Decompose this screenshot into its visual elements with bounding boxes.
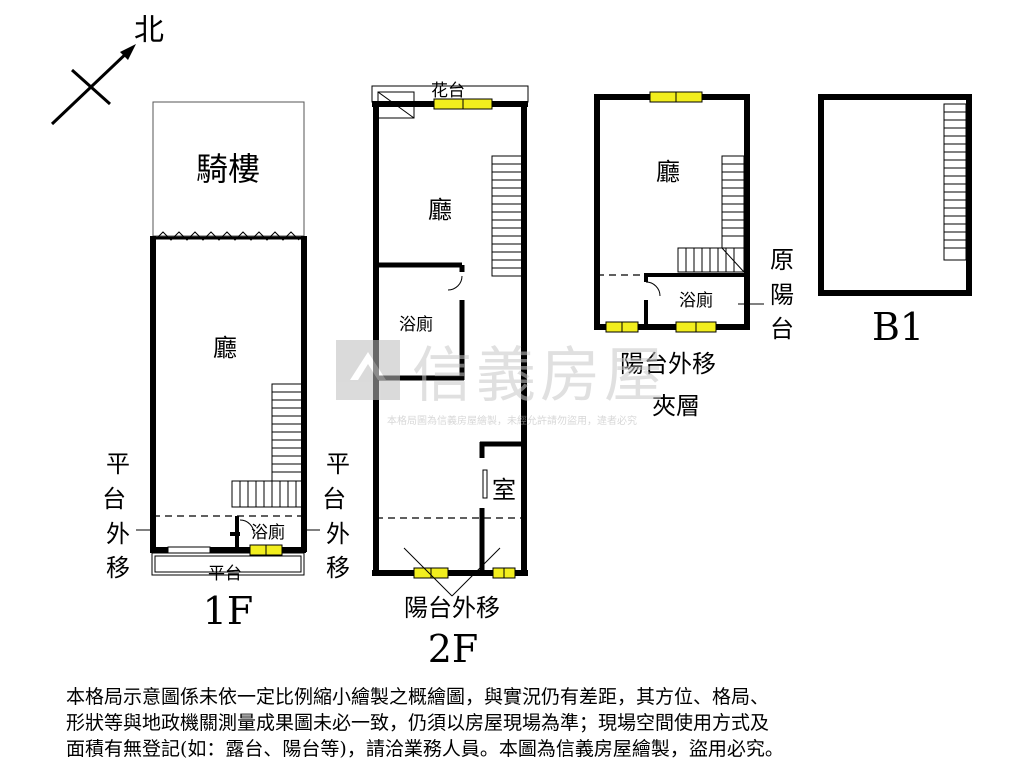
disclaimer-line-2: 形狀等與地政機關測量成果圖未必一致，仍須以房屋現場為準；現場空間使用方式及 (66, 712, 770, 734)
living-mz-label: 廳 (656, 158, 680, 186)
balcony-2f-note: 陽台外移 (404, 594, 500, 622)
arcade-label: 騎樓 (196, 150, 260, 188)
living-1f-label: 廳 (213, 334, 237, 362)
balcony-mz-note: 陽台外移 (620, 350, 716, 378)
watermark-note: 本格局圖為信義房屋繪製，未經允許請勿盜用，違者必究 (387, 414, 637, 427)
brand-logo-icon (336, 340, 400, 400)
planter-label: 花台 (431, 81, 465, 101)
north-compass: 北 (50, 13, 164, 126)
disclaimer-line-3: 面積有無登記(如：露台、陽台等)，請洽業務人員。本圖為信義房屋繪製，盜用必究。 (66, 738, 784, 760)
bath-2f-label: 浴廁 (399, 314, 433, 335)
orig-balcony-note: 原陽台 (770, 246, 794, 343)
floor-1f-plan: 騎樓 平台 (102, 101, 354, 633)
disclaimer-line-1: 本格局示意圖係未依一定比例縮小繪製之概繪圖，與實況仍有差距，其方位、格局、 (66, 686, 770, 708)
floor-b1-label: B1 (872, 305, 924, 349)
mezzanine-label: 夾層 (652, 392, 700, 420)
floor-2f-label: 2F (428, 627, 479, 671)
north-label: 北 (134, 13, 164, 48)
watermark: 信義房屋 本格局圖為信義房屋繪製，未經允許請勿盜用，違者必究 (336, 340, 668, 427)
mezzanine-plan: 廳 浴廁 原陽台 (594, 91, 794, 420)
bath-mz-label: 浴廁 (679, 290, 713, 311)
disclaimer: 本格局示意圖係未依一定比例縮小繪製之概繪圖，與實況仍有差距，其方位、格局、 形狀… (66, 684, 986, 762)
note-1f-left: 平台 外移 (102, 450, 134, 582)
note-1f-right: 平台 外移 (322, 450, 354, 582)
floor-b1-plan: B1 (818, 94, 972, 349)
floor-1f-label: 1F (203, 589, 254, 633)
room-2f-label: 室 (492, 476, 516, 504)
living-2f-label: 廳 (428, 196, 452, 224)
terrace-label: 平台 (208, 564, 242, 584)
watermark-brand: 信義房屋 (412, 341, 668, 411)
bath-1f-label: 浴廁 (251, 522, 285, 543)
